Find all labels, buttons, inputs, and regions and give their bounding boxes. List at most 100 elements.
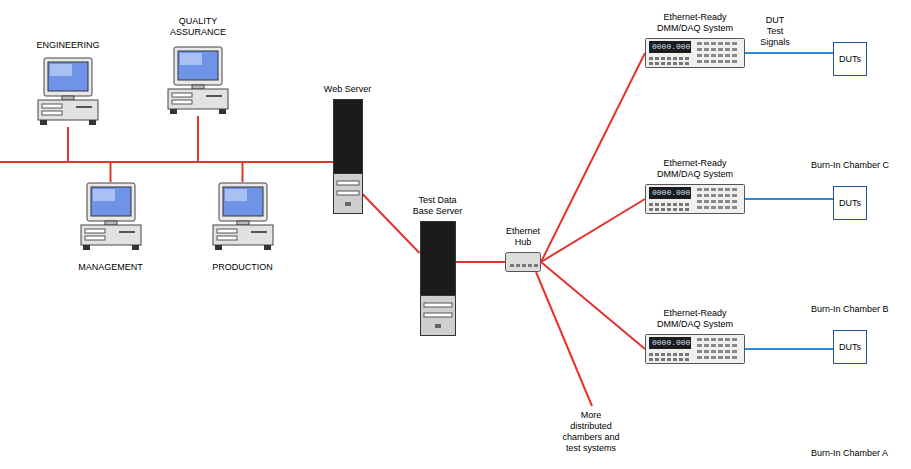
drawing-part	[725, 344, 730, 347]
drawing-part	[725, 194, 730, 197]
drawing-part	[697, 48, 702, 51]
drawing-part	[172, 100, 192, 104]
drawing-part	[704, 54, 709, 57]
network-cable	[541, 199, 645, 262]
drawing-part	[81, 225, 141, 245]
drawing-part	[649, 358, 653, 361]
drawing-part	[48, 62, 88, 91]
drawing-part	[732, 350, 737, 353]
drawing-part	[697, 188, 702, 191]
note-label: More distributed chambers and test syste…	[560, 410, 622, 454]
drawing-part	[725, 42, 730, 45]
display-readout: 0000.000	[652, 338, 690, 347]
drawing-part	[718, 54, 723, 57]
server-tower: Test Data Base Server	[395, 195, 480, 336]
drawing-part	[661, 62, 665, 65]
drawing-part	[42, 111, 62, 115]
display-readout: 0000.000	[652, 188, 690, 197]
drawing-part	[732, 194, 737, 197]
drawing-part	[711, 188, 716, 191]
drawing-part	[679, 353, 683, 356]
drawing-part	[170, 109, 177, 114]
drawing-part	[172, 93, 192, 97]
drawing-part	[718, 338, 723, 341]
drawing-part	[661, 57, 665, 60]
dmm-instrument: Ethernet-Ready DMM/DAQ System 0000.000	[640, 158, 750, 214]
drawing-part	[667, 62, 671, 65]
drawing-part	[649, 353, 653, 356]
node-label: Ethernet-Ready DMM/DAQ System	[653, 308, 737, 330]
drawing-part	[667, 353, 671, 356]
display-readout: 0000.000	[652, 42, 690, 51]
drawing-part	[337, 181, 359, 185]
drawing-part	[718, 42, 723, 45]
drawing-part	[718, 356, 723, 359]
drawing-part	[697, 200, 702, 203]
drawing-part	[806, 323, 818, 444]
workstation: MANAGEMENT	[68, 182, 153, 273]
drawing-part	[725, 356, 730, 359]
drawing-part	[711, 42, 716, 45]
drawing-part	[435, 324, 441, 328]
drawing-part	[40, 120, 47, 125]
drawing-part	[725, 48, 730, 51]
node-label: Ethernet Hub	[501, 226, 545, 248]
drawing-part	[732, 188, 737, 191]
drawing-part	[685, 203, 689, 206]
network-cable	[541, 262, 645, 349]
hub-icon	[505, 252, 541, 272]
drawing-part	[704, 200, 709, 203]
signal-cable	[745, 52, 833, 54]
drawing-part	[516, 264, 520, 267]
node-label: Ethernet-Ready DMM/DAQ System	[653, 158, 737, 180]
drawing-part	[718, 344, 723, 347]
drawing-part	[806, 35, 818, 156]
drawing-part	[333, 100, 362, 174]
drawing-part	[697, 350, 702, 353]
drawing-part	[711, 344, 716, 347]
drawing-part	[83, 245, 90, 250]
drawing-part	[732, 54, 737, 57]
dut-box: DUTs	[833, 186, 867, 220]
drawing-part	[251, 231, 267, 233]
drawing-part	[725, 60, 730, 63]
drawing-part	[264, 245, 271, 250]
node-label: MANAGEMENT	[68, 262, 153, 273]
drawing-part	[420, 222, 455, 296]
network-cable	[541, 53, 645, 262]
drawing-part	[697, 60, 702, 63]
drawing-part	[704, 338, 709, 341]
drawing-part	[510, 264, 514, 267]
drawing-part	[732, 338, 737, 341]
drawing-part	[192, 85, 204, 89]
drawing-part	[673, 62, 677, 65]
drawing-part	[661, 208, 665, 211]
burn-in-chamber: Burn-In Chamber CDUTs	[805, 34, 909, 171]
node-label: Ethernet-Ready DMM/DAQ System	[653, 12, 737, 34]
drawing-part	[174, 47, 222, 85]
drawing-part	[44, 58, 92, 96]
drawing-part	[718, 188, 723, 191]
ethernet-hub-shape	[505, 252, 541, 272]
drawing-part	[655, 358, 659, 361]
drawing-part	[119, 231, 135, 233]
drawing-part	[38, 100, 98, 120]
signal-cable	[745, 348, 833, 350]
drawing-part	[718, 200, 723, 203]
workstation: ENGINEERING	[28, 40, 108, 127]
drawing-part	[528, 264, 532, 267]
ethernet-hub: Ethernet Hub	[488, 226, 558, 272]
drawing-part	[718, 194, 723, 197]
workstation-shape	[79, 182, 143, 252]
drawing-part	[697, 194, 702, 197]
node-label: DUTs	[839, 342, 861, 353]
drawing-part	[661, 358, 665, 361]
drawing-part	[215, 245, 222, 250]
drawing-part	[711, 54, 716, 57]
computer-icon	[211, 182, 275, 252]
drawing-part	[646, 39, 745, 68]
network-cable	[243, 162, 333, 182]
node-label: Burn-In Chamber A	[805, 448, 909, 459]
workstation-shape	[36, 57, 100, 127]
drawing-part	[673, 57, 677, 60]
